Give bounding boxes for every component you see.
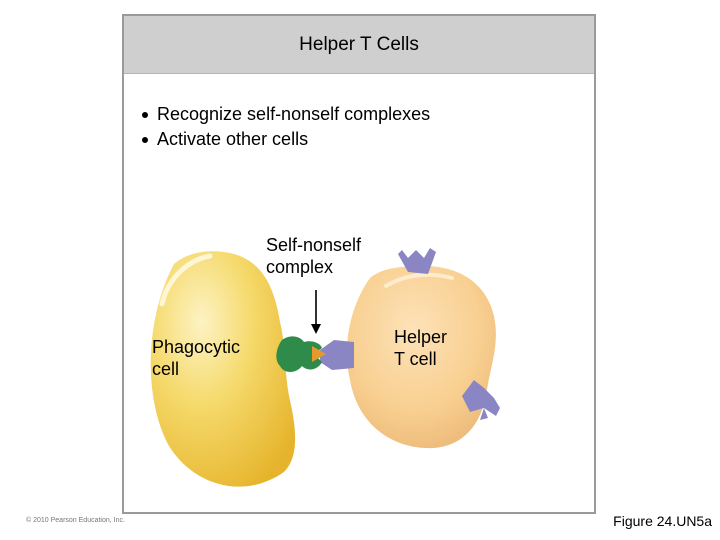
helper-highlight [384,272,454,288]
panel-title: Helper T Cells [124,16,594,74]
phagocytic-cell-shape [150,251,296,487]
surface-receptor-top [398,248,436,274]
complex-arrow-head [311,324,321,334]
copyright-notice: © 2010 Pearson Education, Inc. [26,517,125,524]
function-item: Activate other cells [140,127,430,152]
t-cell-receptor [320,340,354,370]
antigen [312,346,326,362]
phagocytic-cell-label: Phagocytic cell [152,336,240,380]
receptor-tip [480,408,488,420]
complex-label-line: complex [266,257,334,277]
helper-t-cell-shape [346,266,496,449]
function-item-text: Recognize self-nonself complexes [157,104,431,124]
cell-illustration [150,248,500,487]
helper-label-line: Helper [394,327,448,347]
complex-label: Self-nonself complex [266,234,361,278]
phagocytic-highlight [159,253,213,307]
function-item: Recognize self-nonself complexes [140,102,430,127]
helper-label-line: T cell [394,349,437,369]
complex-label-line: Self-nonself [266,235,362,255]
phagocytic-label-line: Phagocytic [152,337,241,357]
function-list: Recognize self-nonself complexes Activat… [140,102,430,152]
helper-t-cell-label: Helper T cell [394,326,447,370]
surface-receptor-right [462,380,500,416]
diagram-panel: Helper T Cells Recognize self-nonself co… [122,14,596,514]
bullet-icon [142,111,148,118]
mhc-protein [276,336,322,372]
bullet-icon [142,136,148,143]
phagocytic-label-line: cell [152,359,180,379]
function-item-text: Activate other cells [157,129,309,149]
figure-caption: Figure 24.UN5a [613,513,712,529]
